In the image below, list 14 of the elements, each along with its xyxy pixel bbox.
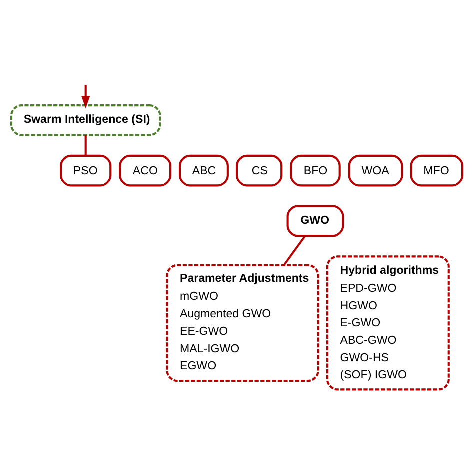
node-box: GWO — [286, 205, 344, 238]
node-box: ACO — [119, 154, 172, 187]
node-box: ABC — [178, 154, 229, 187]
node-box: MFO — [410, 154, 464, 187]
node-box: Hybrid algorithms EPD-GWO HGWO E-GWO ABC-GWO GWO-HS (SOF) IGWO — [326, 256, 450, 391]
node-box: Parameter Adjustments mGWO Augmented GWO EE-GWO MAL-IGWO EGWO — [166, 264, 320, 382]
connector — [283, 236, 306, 266]
node-box: BFO — [290, 154, 341, 187]
node-box: WOA — [348, 154, 404, 187]
connector — [84, 135, 87, 156]
node-box: Swarm Intelligence (SI) — [10, 104, 162, 136]
arrow — [82, 85, 90, 109]
node-box: PSO — [60, 154, 112, 187]
node-box: CS — [236, 154, 283, 187]
